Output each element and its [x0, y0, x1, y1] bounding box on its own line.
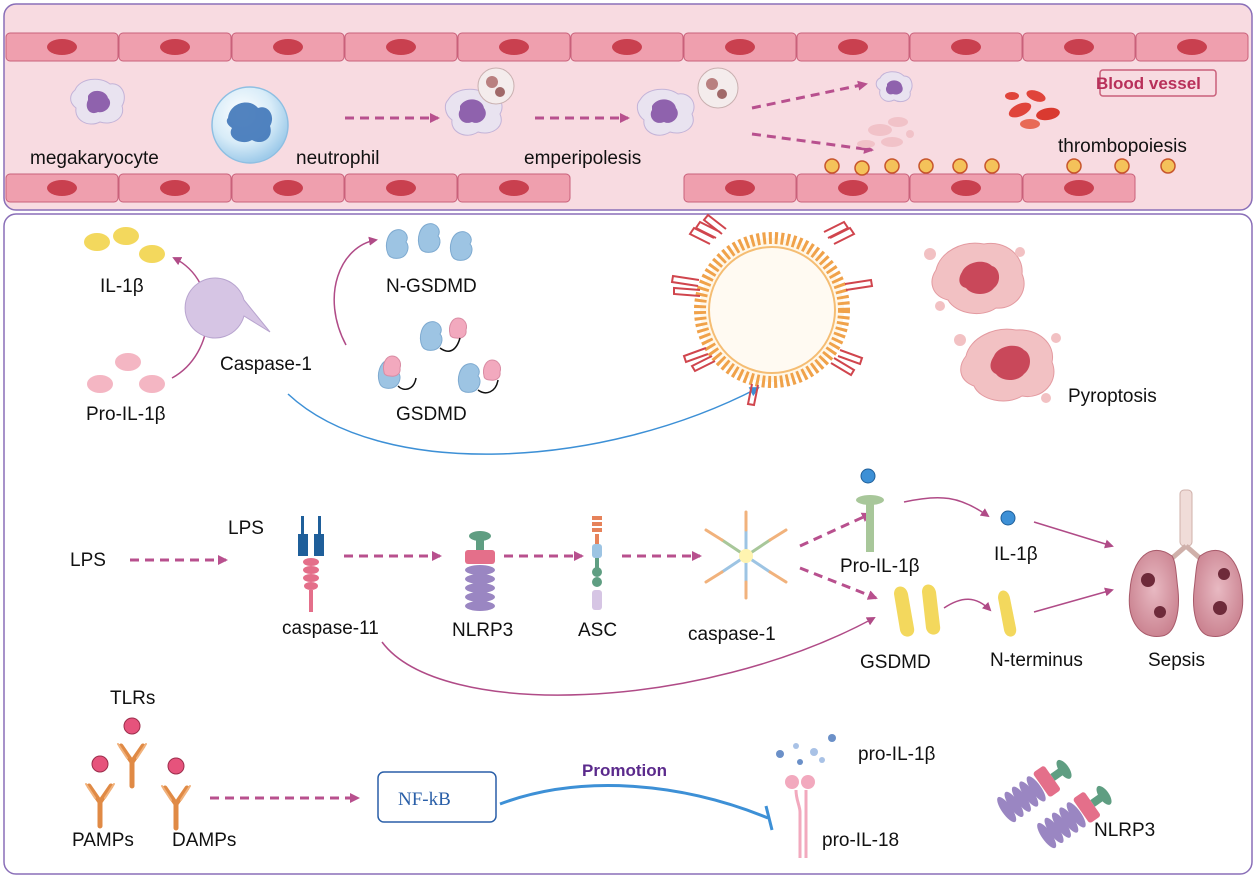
- megakaryocyte-label: megakaryocyte: [30, 148, 159, 169]
- red-blood-cells: [1005, 90, 1060, 129]
- pyroptosis-label: Pyroptosis: [1068, 386, 1157, 407]
- pro-il1b-icon: [87, 353, 165, 393]
- blood-vessel-title: Blood vessel: [1096, 74, 1201, 93]
- nlrp3-label: NLRP3: [452, 620, 513, 641]
- nfkb-label: NF-kB: [398, 789, 451, 810]
- pyroptotic-cell-1: [924, 242, 1025, 315]
- gsdmd-pathway-label: GSDMD: [860, 652, 931, 673]
- arrow-n-terminus-to-sepsis: [1033, 587, 1114, 613]
- released-megakaryocyte: [875, 71, 913, 103]
- pro-il1b-pathway-label: Pro-IL-1β: [840, 556, 920, 577]
- arrow-gsdmd-to-ngsdmd: [333, 236, 378, 346]
- arrow-pro-il1b-to-il1b-mature: [903, 496, 990, 518]
- gsdmd-yellow-icon: [894, 584, 941, 637]
- arrow-lower-release: [751, 132, 874, 154]
- caspase1-complex-icon: [704, 510, 788, 600]
- neutrophil-cell: [211, 86, 289, 164]
- asc-label: ASC: [578, 620, 617, 641]
- il1b-mature-icon: [84, 227, 165, 263]
- inhibition-line: [499, 784, 769, 820]
- arrow-il1b-to-sepsis: [1033, 521, 1114, 549]
- caspase1-enzyme-icon: [184, 277, 271, 339]
- emperipolesis-label: emperipolesis: [524, 148, 641, 169]
- nfkb-box: [377, 771, 497, 823]
- caspase11-label: caspase-11: [282, 618, 379, 639]
- il1b-label: IL-1β: [100, 276, 144, 297]
- inhibition-bar: [764, 805, 774, 831]
- caspase11-icon: [298, 516, 324, 612]
- blood-vessel-label-box: [1099, 69, 1217, 97]
- arrow-gsdmd-to-n-terminus: [943, 598, 992, 612]
- pro-il1b-signaling-label: pro-IL-1β: [858, 744, 936, 765]
- lps-top-label: LPS: [228, 518, 264, 539]
- il1b-pathway-label: IL-1β: [994, 544, 1038, 565]
- pro-il1b-label: Pro-IL-1β: [86, 404, 166, 425]
- arrow-upper-release: [751, 80, 868, 110]
- megakaryocyte-engulfing-1: [444, 67, 515, 136]
- arrow-caspase11-to-gsdmd: [381, 617, 876, 696]
- tlr-receptors-icon: [86, 717, 190, 828]
- nlrp3-signaling-label: NLRP3: [1094, 820, 1155, 841]
- arrow-caspase1-to-pro-il1b: [799, 512, 872, 548]
- pro-il18-label: pro-IL-18: [822, 830, 899, 851]
- megakaryocyte-cell: [70, 78, 125, 125]
- cell-membrane-pore: [670, 213, 874, 407]
- vessel-wall-bottom: [5, 173, 1136, 203]
- damps-label: DAMPs: [172, 830, 236, 851]
- tlrs-label: TLRs: [110, 688, 155, 709]
- promotion-label: Promotion: [582, 761, 667, 780]
- arrow-caspase1-to-gsdmd: [799, 566, 878, 600]
- asc-icon: [592, 516, 602, 610]
- il1b-molecule-icon: [1000, 510, 1016, 526]
- pro-il1b-receptor-icon: [856, 468, 884, 552]
- pathway-panel: [3, 213, 1253, 875]
- emperipolesis-cell: [636, 67, 739, 136]
- blood-vessel-section: Blood vessel megakaryocyte neutrophil: [3, 3, 1253, 211]
- neutrophil-label: neutrophil: [296, 148, 379, 169]
- pyroptotic-cell-2: [954, 328, 1061, 403]
- arrow-caspase1-to-pore: [287, 387, 760, 455]
- proplatelet-fragments: [857, 117, 914, 148]
- n-terminus-icon: [998, 590, 1017, 637]
- pamps-label: PAMPs: [72, 830, 134, 851]
- lps-left-label: LPS: [70, 550, 106, 571]
- n-terminus-label: N-terminus: [990, 650, 1083, 671]
- thrombopoiesis-label: thrombopoiesis: [1058, 136, 1187, 157]
- gsdmd-full-icon: [377, 317, 502, 394]
- gsdmd-label: GSDMD: [396, 404, 467, 425]
- caspase1-label: Caspase-1: [220, 354, 312, 375]
- vessel-wall-top: [5, 32, 1249, 62]
- lungs-icon: [1128, 489, 1244, 637]
- caspase1-complex-label: caspase-1: [688, 624, 776, 645]
- sepsis-label: Sepsis: [1148, 650, 1205, 671]
- pro-il1b-particles-icon: [776, 734, 836, 765]
- n-gsdmd-label: N-GSDMD: [386, 276, 477, 297]
- pro-il18-receptor-icon: [785, 775, 815, 858]
